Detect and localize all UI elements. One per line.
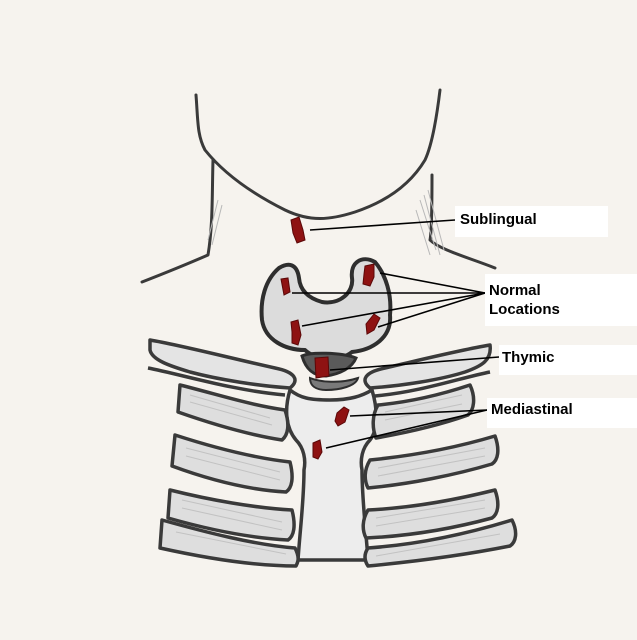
label-normal-line2: Locations (489, 301, 560, 319)
gland-thymic (315, 357, 329, 378)
ribs-left (160, 385, 298, 566)
thymus-neck (302, 353, 358, 390)
label-sublingual: Sublingual (460, 211, 537, 229)
neck-outline (142, 90, 495, 282)
label-thymic: Thymic (502, 349, 555, 367)
label-normal-line1: Normal (489, 282, 541, 300)
label-mediastinal: Mediastinal (491, 401, 573, 419)
gland-sublingual (291, 217, 305, 243)
leader-normal-1 (380, 273, 485, 293)
